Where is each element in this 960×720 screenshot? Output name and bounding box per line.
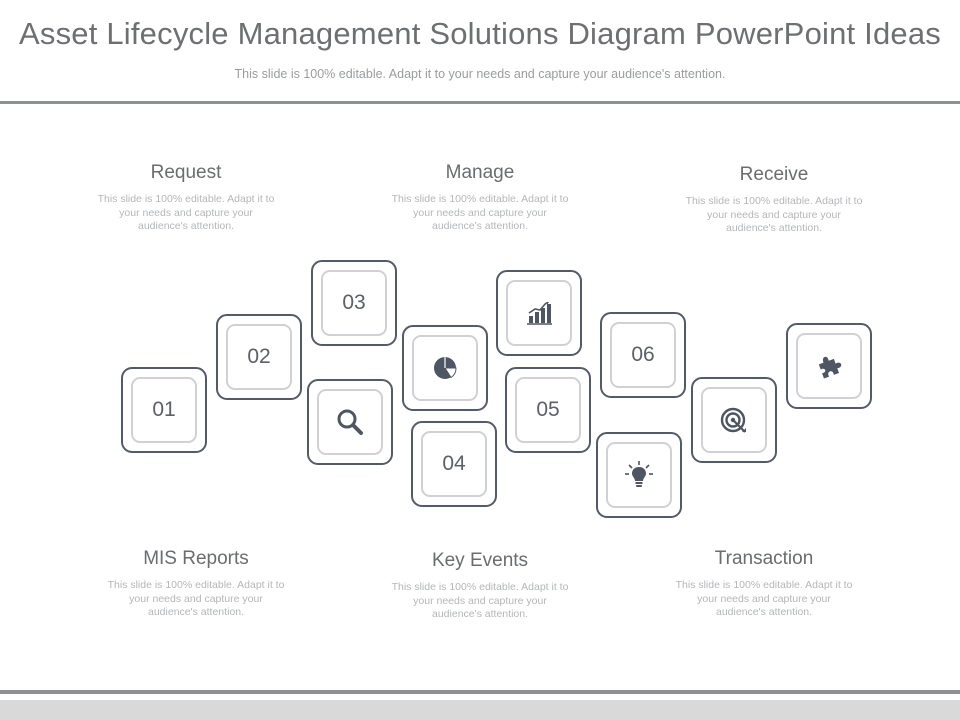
bottom-divider (0, 690, 960, 694)
top-divider (0, 101, 960, 104)
slide-subtitle: This slide is 100% editable. Adapt it to… (234, 67, 726, 81)
block-description: This slide is 100% editable. Adapt it to… (391, 581, 569, 620)
block-transaction: Transaction This slide is 100% editable.… (664, 548, 864, 620)
block-heading: Request (150, 162, 222, 183)
target-icon (720, 407, 746, 433)
puzzle-icon (818, 356, 842, 379)
step-tile-01: 01 (121, 367, 207, 453)
icon-tile-target (691, 377, 777, 463)
block-key-events: Key Events This slide is 100% editable. … (380, 550, 580, 622)
magnifier-icon (337, 409, 363, 435)
icon-tile-search (307, 379, 393, 465)
block-request: Request This slide is 100% editable. Ada… (86, 162, 286, 234)
step-number: 04 (421, 431, 487, 497)
step-number: 02 (226, 324, 292, 390)
step-tile-02: 02 (216, 314, 302, 400)
pie-chart-icon (434, 357, 457, 379)
step-number: 06 (610, 322, 676, 388)
step-number: 03 (321, 270, 387, 336)
block-heading: Receive (739, 164, 809, 185)
step-tile-05: 05 (505, 367, 591, 453)
block-description: This slide is 100% editable. Adapt it to… (685, 195, 863, 234)
slide-title: Asset Lifecycle Management Solutions Dia… (19, 16, 941, 51)
block-receive: Receive This slide is 100% editable. Ada… (674, 164, 874, 236)
step-number: 05 (515, 377, 581, 443)
block-heading: Manage (445, 162, 515, 183)
step-tile-03: 03 (311, 260, 397, 346)
step-tile-06: 06 (600, 312, 686, 398)
block-heading: MIS Reports (143, 548, 249, 569)
step-number: 01 (131, 377, 197, 443)
block-description: This slide is 100% editable. Adapt it to… (97, 193, 275, 232)
bar-chart-icon (527, 302, 552, 325)
block-description: This slide is 100% editable. Adapt it to… (391, 193, 569, 232)
block-heading: Key Events (431, 550, 529, 571)
icon-tile-pie (402, 325, 488, 411)
step-tile-04: 04 (411, 421, 497, 507)
icon-tile-puzzle (786, 323, 872, 409)
block-description: This slide is 100% editable. Adapt it to… (107, 579, 285, 618)
block-mis-reports: MIS Reports This slide is 100% editable.… (96, 548, 296, 620)
footer-band (0, 700, 960, 720)
block-manage: Manage This slide is 100% editable. Adap… (380, 162, 580, 234)
icon-tile-lightbulb (596, 432, 682, 518)
block-description: This slide is 100% editable. Adapt it to… (675, 579, 853, 618)
block-heading: Transaction (714, 548, 814, 569)
icon-tile-bar-chart (496, 270, 582, 356)
lightbulb-icon (625, 461, 653, 487)
